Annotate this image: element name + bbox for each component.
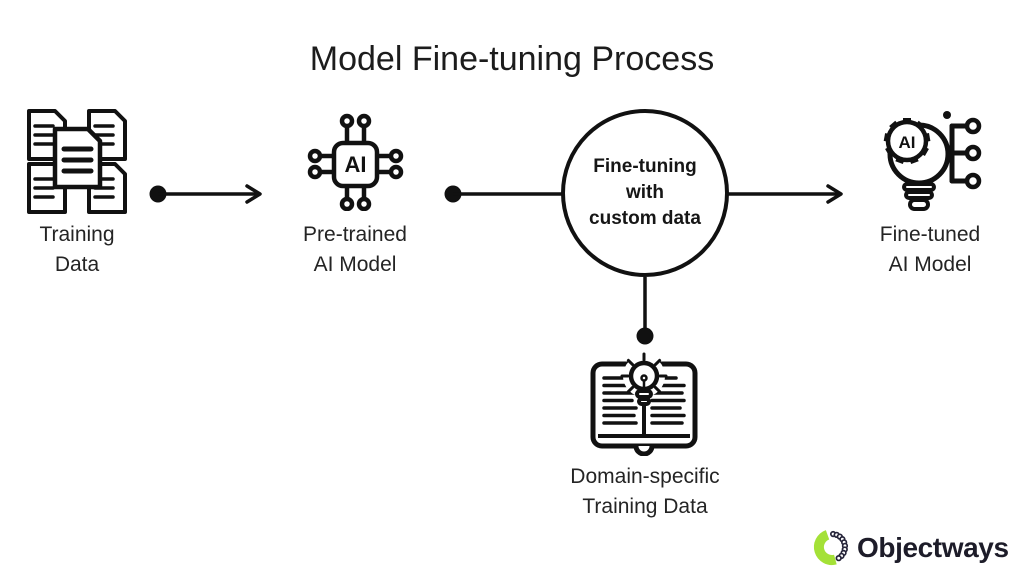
domain-data-label: Domain-specific Training Data [570, 465, 720, 518]
arrow-training-to-pretrained [149, 184, 262, 204]
gear-ai-text: AI [899, 133, 916, 152]
finetuned-model-label: Fine-tuned AI Model [879, 223, 981, 276]
connector-finetuning-to-domain-data [636, 277, 654, 345]
documents-icon [27, 109, 127, 214]
finetuning-circle: Fine-tuning with custom data [561, 109, 729, 277]
spark-dot [943, 111, 951, 119]
pretrained-model-label: Pre-trained AI Model [303, 223, 407, 276]
ai-lightbulb-icon: AI [883, 111, 982, 211]
connector-pretrained-to-finetuning [444, 185, 562, 203]
training-data-label: Training Data [39, 223, 115, 276]
objectways-logo-text: Objectways [857, 532, 1009, 563]
bulb-rays [620, 352, 668, 394]
page-title: Model Fine-tuning Process [309, 40, 715, 78]
chip-ai-text: AI [345, 152, 367, 177]
objectways-logo-icon [813, 530, 849, 565]
ai-chip-icon: AI [307, 113, 404, 211]
book-lightbulb-icon [590, 352, 698, 456]
page-marker-tab [633, 445, 655, 456]
arrow-finetuning-to-finetuned [727, 184, 843, 204]
